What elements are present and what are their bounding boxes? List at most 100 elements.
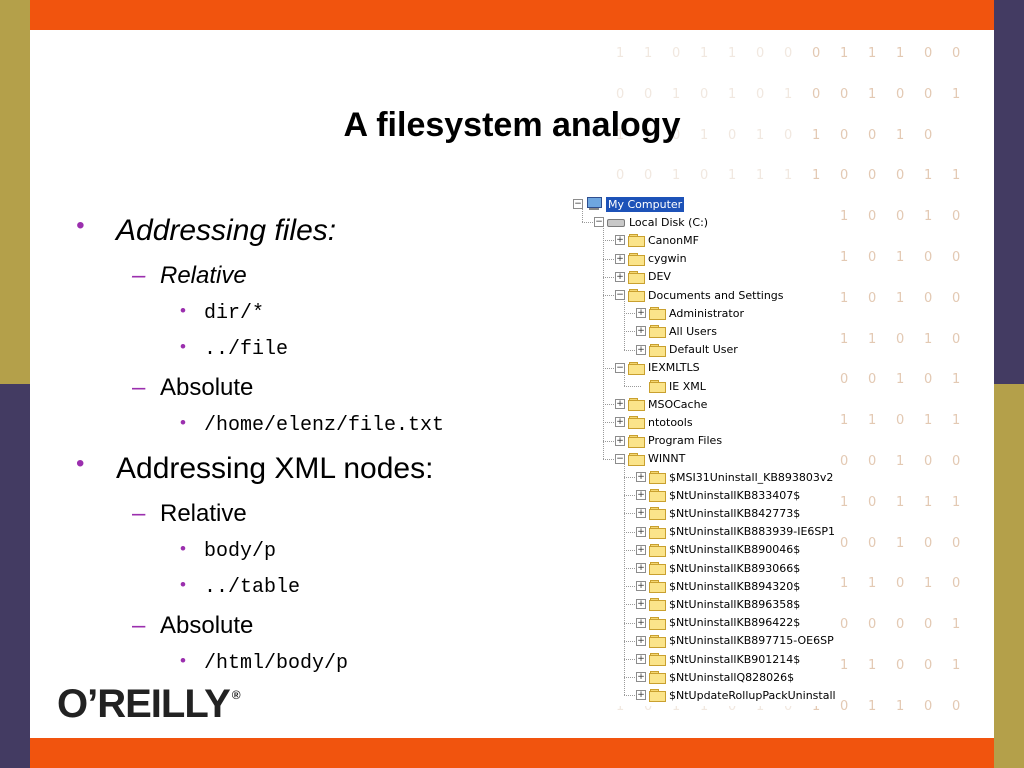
expand-icon[interactable]: + xyxy=(615,399,625,410)
binary-digit: 0 xyxy=(952,209,961,225)
tree-node[interactable]: Program Files xyxy=(628,432,722,450)
tree-node[interactable]: Documents and Settings xyxy=(628,286,784,304)
binary-digit: 0 xyxy=(784,46,793,61)
collapse-icon[interactable]: − xyxy=(594,217,604,228)
expand-icon[interactable]: + xyxy=(636,308,646,319)
binary-digit: 0 xyxy=(896,413,905,429)
expand-icon[interactable]: + xyxy=(636,490,646,501)
tree-node[interactable]: $NtUninstallKB897715-OE6SP xyxy=(649,632,834,650)
collapse-icon[interactable]: − xyxy=(615,453,625,464)
expand-icon[interactable]: + xyxy=(615,271,625,282)
binary-digit: 0 xyxy=(896,209,905,225)
expand-icon[interactable]: + xyxy=(636,617,646,628)
tree-node[interactable]: $NtUninstallKB896422$ xyxy=(649,614,800,632)
tree-node[interactable]: Default User xyxy=(649,341,738,359)
expand-icon[interactable]: + xyxy=(615,435,625,446)
tree-node[interactable]: Local Disk (C:) xyxy=(607,213,708,231)
binary-digit: 0 xyxy=(952,249,961,265)
tree-connector-line xyxy=(624,477,641,478)
tree-node[interactable]: Administrator xyxy=(649,304,744,322)
expand-icon[interactable]: + xyxy=(636,690,646,701)
collapse-icon[interactable]: − xyxy=(573,199,583,209)
tree-node[interactable]: $NtUpdateRollupPackUninstall xyxy=(649,686,836,704)
binary-digit: 0 xyxy=(784,698,793,714)
expand-icon[interactable]: + xyxy=(636,654,646,664)
binary-digit: 1 xyxy=(896,249,905,265)
tree-node[interactable]: All Users xyxy=(649,322,717,340)
expand-icon[interactable]: + xyxy=(636,326,646,337)
binary-digit: 1 xyxy=(784,168,793,184)
tree-node[interactable]: IEXMLTLS xyxy=(628,359,700,377)
tree-node[interactable]: MSOCache xyxy=(628,395,707,413)
tree-node[interactable]: $NtUninstallKB883939-IE6SP1 xyxy=(649,523,835,541)
expand-icon[interactable]: + xyxy=(615,253,625,264)
tree-node[interactable]: CanonMF xyxy=(628,231,699,249)
folder-icon xyxy=(628,398,645,412)
tree-node[interactable]: $NtUninstallKB890046$ xyxy=(649,541,800,559)
binary-digit: 0 xyxy=(952,46,961,61)
folder-icon xyxy=(649,580,666,594)
expand-icon[interactable]: + xyxy=(636,508,646,519)
tree-connector-line xyxy=(603,223,604,459)
tree-node[interactable]: $NtUninstallKB901214$ xyxy=(649,650,800,668)
tree-node[interactable]: WINNT xyxy=(628,450,685,468)
tree-connector-line xyxy=(603,422,620,424)
expand-icon[interactable]: + xyxy=(636,344,646,355)
binary-digit: 1 xyxy=(728,168,737,184)
expand-icon[interactable]: + xyxy=(615,235,625,246)
tree-node[interactable]: ntotools xyxy=(628,413,693,431)
tree-connector-line xyxy=(624,695,641,697)
expand-icon[interactable]: + xyxy=(636,472,646,482)
binary-digit: 0 xyxy=(840,127,849,143)
binary-digit: 0 xyxy=(868,494,877,510)
tree-node[interactable]: $NtUninstallKB896358$ xyxy=(649,595,800,613)
tree-node[interactable]: $NtUninstallKB893066$ xyxy=(649,559,800,577)
collapse-icon[interactable]: − xyxy=(615,290,625,300)
bullet-marker: • xyxy=(180,337,186,356)
tree-connector-line xyxy=(624,531,641,533)
tree-node[interactable]: My Computer xyxy=(586,195,685,213)
tree-connector-line xyxy=(603,458,620,460)
collapse-icon[interactable]: − xyxy=(615,362,625,373)
binary-digit: 0 xyxy=(952,290,961,306)
path-example: •../file xyxy=(180,337,288,361)
expand-icon[interactable]: + xyxy=(636,526,646,537)
folder-icon xyxy=(628,252,645,266)
binary-digit: 0 xyxy=(952,535,961,551)
binary-digit: 0 xyxy=(728,127,737,143)
binary-digit: 0 xyxy=(952,576,961,592)
tree-node[interactable]: $MSI31Uninstall_KB893803v2 xyxy=(649,468,833,486)
tree-node[interactable]: $NtUninstallKB894320$ xyxy=(649,577,800,595)
tree-node[interactable]: $NtUninstallQ828026$ xyxy=(649,668,794,686)
binary-digit: 0 xyxy=(924,657,933,673)
tree-connector-line xyxy=(624,549,641,551)
expand-icon[interactable]: + xyxy=(636,544,646,555)
binary-digit: 0 xyxy=(840,617,849,633)
tree-node[interactable]: $NtUninstallKB833407$ xyxy=(649,486,800,504)
binary-digit: 0 xyxy=(672,127,681,143)
expand-icon[interactable]: + xyxy=(636,563,646,573)
bullet-addressing-files: •Addressing files: xyxy=(76,212,337,248)
tree-node[interactable]: IE XML xyxy=(649,377,706,395)
binary-digit: 1 xyxy=(644,46,653,61)
expand-icon[interactable]: + xyxy=(636,581,646,592)
binary-digit: 1 xyxy=(952,413,961,429)
tree-node[interactable]: DEV xyxy=(628,268,671,286)
binary-digit: 1 xyxy=(924,209,933,225)
tree-node[interactable]: cygwin xyxy=(628,250,687,268)
bullet-text: Addressing files: xyxy=(116,214,337,247)
folder-icon xyxy=(649,380,666,393)
folder-icon xyxy=(649,307,666,321)
dash-marker: – xyxy=(132,262,146,289)
expand-icon[interactable]: + xyxy=(636,635,646,646)
expand-icon[interactable]: + xyxy=(636,672,646,683)
binary-digit: 1 xyxy=(756,127,765,143)
binary-digit: 1 xyxy=(784,86,793,102)
tree-node-label: $NtUninstallKB894320$ xyxy=(669,579,801,593)
expand-icon[interactable]: + xyxy=(636,599,646,610)
binary-digit: 0 xyxy=(868,372,877,388)
tree-node[interactable]: $NtUninstallKB842773$ xyxy=(649,504,800,522)
expand-icon[interactable]: + xyxy=(615,417,625,428)
tree-connector-line xyxy=(624,313,641,315)
binary-digit: 0 xyxy=(756,46,765,61)
